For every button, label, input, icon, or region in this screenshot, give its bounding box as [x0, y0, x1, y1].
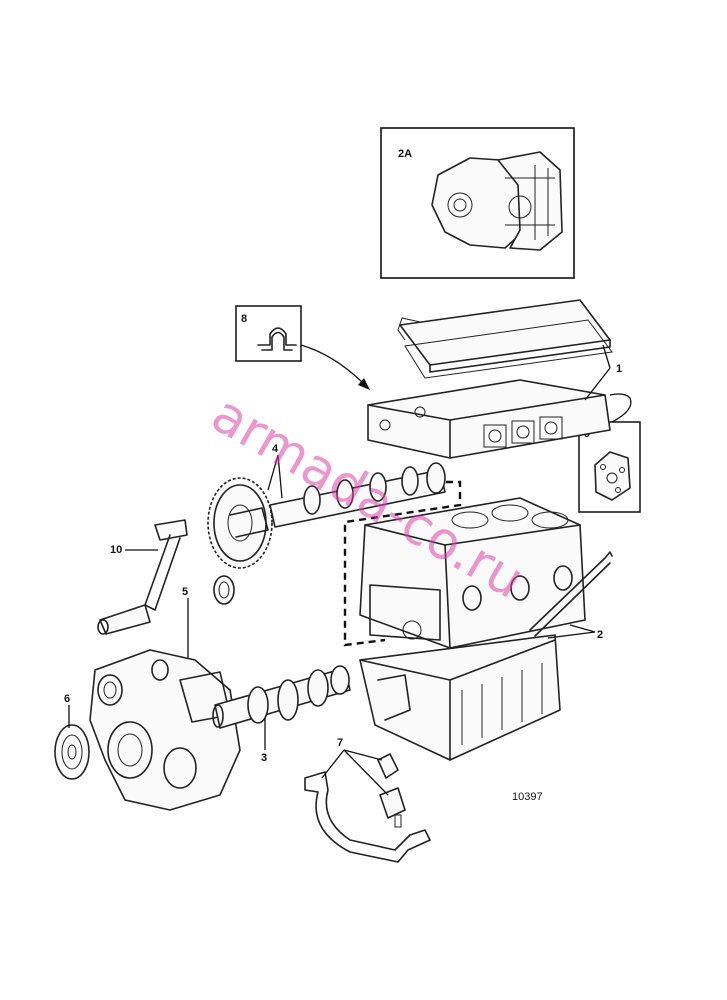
callout-2: 2	[597, 629, 603, 641]
crankshaft-pulley	[54, 724, 90, 780]
callout-10: 10	[110, 544, 122, 556]
callout-5: 5	[182, 586, 188, 598]
camshaft-gear	[207, 477, 273, 569]
gasket-plate	[594, 451, 631, 501]
inset-9-box: 9	[578, 393, 641, 513]
callout-6: 6	[64, 693, 70, 705]
cylinder-head	[367, 379, 611, 459]
oil-seal	[213, 575, 235, 605]
flywheel-housing	[431, 151, 563, 251]
camshaft	[269, 462, 446, 528]
cylinder-block	[359, 497, 586, 649]
dipstick	[529, 551, 613, 637]
starting-crank-handle	[97, 519, 188, 635]
callout-2a: 2A	[398, 148, 412, 160]
oil-sump	[359, 634, 561, 761]
bracket-clip	[257, 327, 297, 351]
callout-8: 8	[241, 313, 247, 325]
callout-3: 3	[261, 752, 267, 764]
crankshaft	[212, 665, 351, 729]
callout-7: 7	[337, 737, 343, 749]
callout-1: 1	[616, 363, 622, 375]
inset-8-box: 8	[235, 305, 370, 390]
rocker-cover	[397, 299, 613, 379]
engine-mount-bracket	[304, 753, 431, 863]
inset-2a-box: 2A	[380, 127, 575, 279]
timing-cover	[89, 649, 241, 811]
callout-4: 4	[272, 443, 279, 455]
drawing-number: 10397	[512, 791, 543, 803]
